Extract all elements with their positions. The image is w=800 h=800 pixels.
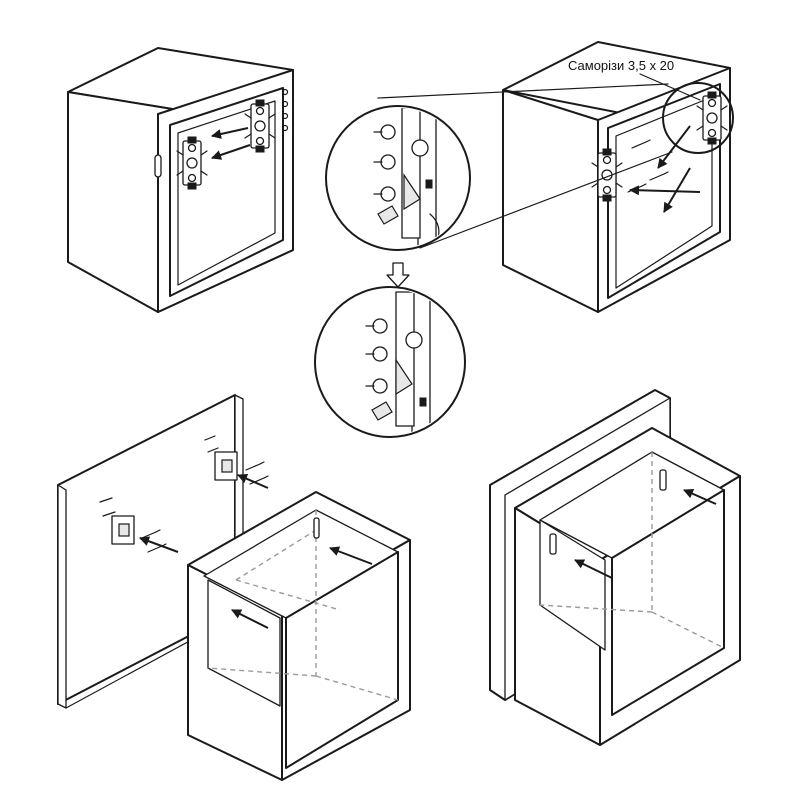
down-arrow-icon	[386, 262, 410, 288]
cabinet-2-side-panel	[502, 89, 599, 313]
cabinet-1-handle	[154, 154, 162, 178]
door-assembly-view-2	[489, 389, 741, 746]
detail-magnifier-2	[314, 286, 466, 438]
cabinet-view-1	[67, 47, 294, 313]
detail-circle-2	[314, 286, 466, 438]
detail-circle-1	[325, 105, 471, 251]
cabinet-view-2: Саморізи 3,5 x 20	[502, 41, 734, 313]
door-assembly-view-1	[57, 394, 411, 781]
screw-icon	[245, 461, 265, 471]
detail-circle-marker	[662, 82, 734, 154]
detail-magnifier-1	[325, 83, 673, 251]
screws-callout-label: Саморізи 3,5 x 20	[568, 58, 674, 73]
screw-icon	[249, 475, 269, 485]
callout-leader-line	[639, 73, 701, 101]
